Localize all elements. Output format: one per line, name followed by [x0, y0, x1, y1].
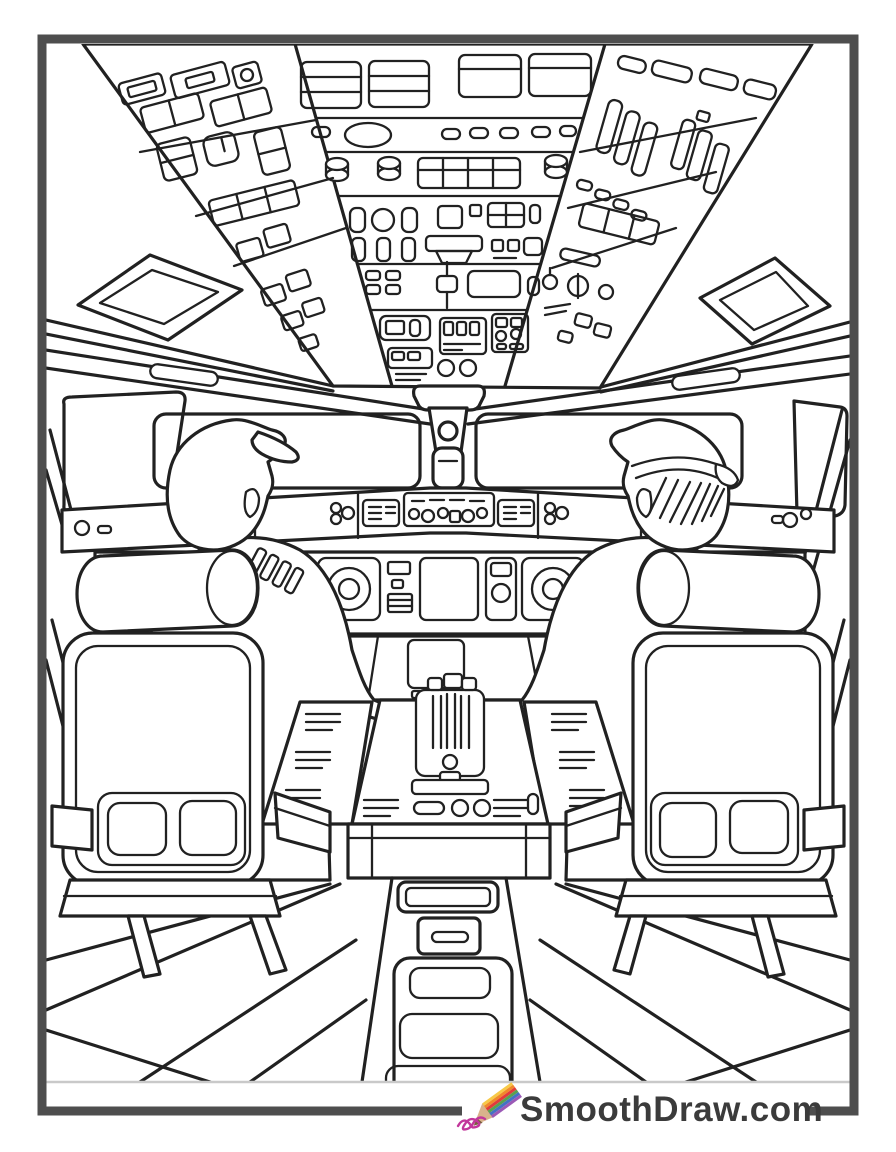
watermark-gap [462, 1094, 806, 1134]
windshield-center-post [412, 384, 486, 490]
captain-armrest-right [273, 791, 332, 854]
captain-seat-base [58, 878, 282, 918]
first-officer-seat-base [614, 878, 838, 918]
overhead-right-column [541, 54, 778, 344]
aisle-runner [392, 956, 514, 1082]
ceiling [46, 253, 850, 394]
first-officer-head [609, 418, 731, 552]
first-officer-armrest-right [802, 804, 846, 852]
watermark-site-text: SmoothDraw.com [520, 1090, 823, 1129]
ceiling-vent-left [76, 253, 244, 342]
header-vent-left [149, 363, 219, 387]
glareshield-controls [73, 491, 813, 537]
pencil-icon [473, 1082, 522, 1126]
header-vent-right [671, 367, 741, 391]
overhead-lower-panels [378, 312, 530, 382]
pencil-squiggle [456, 1116, 487, 1131]
captain-head [165, 418, 287, 552]
pedestal-lower-controls [362, 792, 540, 818]
overhead-left-column [117, 60, 348, 352]
first-officer-headrest [636, 548, 821, 634]
first-officer-hair-hatch [648, 476, 726, 526]
aisle-drawer [396, 880, 500, 914]
first-officer-cap-brim [714, 462, 740, 488]
watermark: SmoothDraw.com [456, 1082, 823, 1131]
first-officer-seat [564, 548, 846, 979]
aisle-panels [360, 876, 542, 1082]
captain-ear [243, 487, 261, 519]
pedestal-base [346, 822, 552, 880]
first-officer-ear [635, 487, 653, 519]
button-strip-left [386, 560, 414, 614]
ceiling-vent-right [698, 256, 832, 346]
overhead-switch-bank [324, 153, 569, 190]
windshield-pane-left [152, 412, 422, 490]
windshield-pane-right [474, 412, 744, 490]
throttle-quadrant [410, 672, 490, 796]
overhead-handle-display [364, 260, 541, 310]
overhead-knob-row [310, 121, 578, 149]
overhead-display-panels [299, 52, 593, 110]
first-officer-seat-pockets [649, 791, 800, 867]
page-frame [37, 34, 859, 1116]
first-officer-armrest-left [564, 791, 623, 854]
overhead-panel [81, 44, 814, 390]
cockpit-floor [46, 618, 850, 1082]
center-pedestal [260, 672, 636, 880]
center-display [418, 556, 480, 622]
overhead-button-cluster [348, 201, 544, 265]
captain-seat-pockets [96, 791, 247, 867]
captain-armrest-left [50, 804, 94, 852]
aisle-box [416, 916, 482, 956]
captain-cap-brim [250, 430, 300, 464]
captain-headrest [75, 548, 260, 634]
captain-seat [50, 548, 332, 979]
narrow-panel [484, 556, 518, 622]
